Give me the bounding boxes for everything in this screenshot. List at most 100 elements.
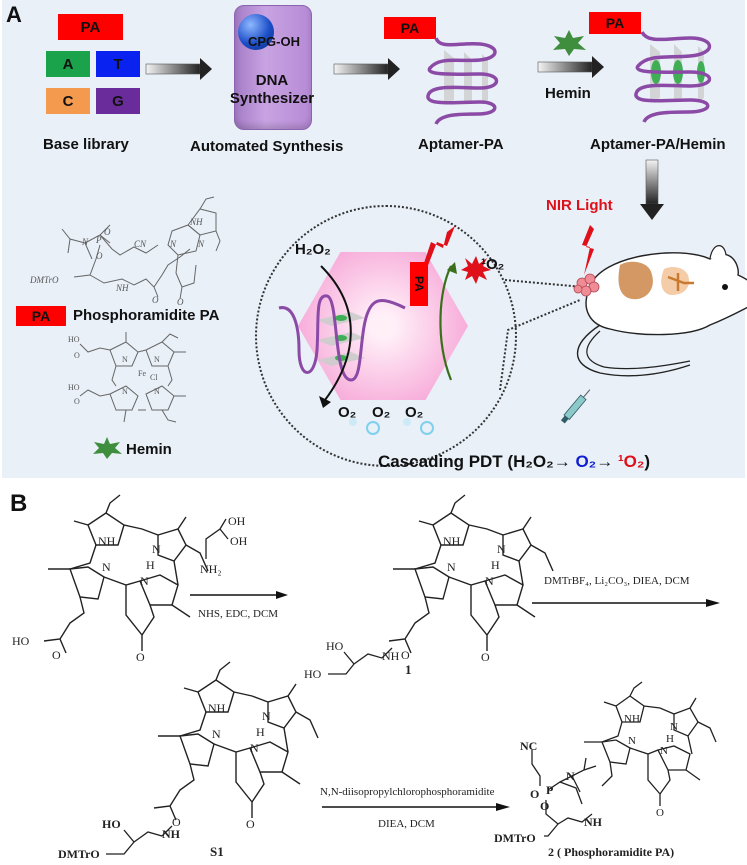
process-arrow-1 [145,58,212,80]
svg-text:CN: CN [134,239,147,249]
svg-text:N: N [169,239,177,249]
atom-label: O [656,807,664,819]
atom-label: HO [304,667,322,681]
svg-text:NH: NH [189,217,203,227]
compound-1-structure: NH N N H N O O [388,494,554,664]
aptamer-hemin-pa-tag: PA [589,12,641,34]
atom-label: N [566,769,575,783]
base-library-caption: Base library [43,136,129,153]
atom-label: N [140,574,149,588]
reagent-oh-2: OH [230,534,248,548]
hemin-star-icon [553,30,586,56]
svg-text:O: O [74,397,80,406]
tile-c: C [46,88,90,114]
g-quadruplex-hemin [634,30,712,123]
atom-label: N [102,560,111,574]
cpg-oh-label: CPG-OH [248,34,300,49]
atom-label: N [670,721,678,733]
reagent-oh-1: OH [228,514,246,528]
step2-conditions: DMTrBF₄, Li₂CO₃, DIEA, DCM [544,575,690,587]
process-arrow-3 [537,56,604,78]
svg-text:DMTrO: DMTrO [29,275,59,285]
legend-hemin-star-icon [93,437,122,459]
panel-b-letter: B [10,490,28,517]
inset-h2o2-label: H₂O₂ [295,241,331,258]
synthesizer-title-1: DNA [255,72,289,89]
atom-label: HO [326,639,344,653]
inset-o2-label-1: O₂ [338,404,357,421]
atom-label: HO [102,817,121,831]
svg-text:N: N [197,239,205,249]
aptamer-pa-tag: PA [384,17,436,39]
svg-text:O: O [152,295,159,305]
legend-pa-tag: PA [16,306,66,326]
inset-singlet-oxygen-label: ¹O₂ [481,256,505,273]
tile-pa: PA [58,14,123,40]
atom-label: O [401,648,410,662]
svg-text:N: N [154,355,160,364]
compound-1-side-chain: HO HO NH [304,639,400,681]
svg-text:O: O [104,227,111,237]
tile-a: A [46,51,90,77]
compound-s1-label: S1 [210,844,224,859]
atom-label: NH [208,701,226,715]
compound-2-structure: NH N N H N O [584,681,717,819]
reaction-arrow-1 [190,591,288,599]
svg-text:HO: HO [68,335,80,344]
atom-label: NH [162,827,181,841]
cascade-arrow-1: → [553,452,576,471]
nir-light-label: NIR Light [546,197,613,214]
atom-label: H [146,558,155,572]
atom-label: N [497,542,506,556]
compound-s1-side-chain: HO NH DMTrO [58,817,181,861]
cascade-h2o2: H₂O₂ [513,452,554,471]
automated-synthesis-caption: Automated Synthesis [190,138,344,155]
atom-label: O [136,650,145,664]
svg-text:O: O [74,351,80,360]
mouse-illustration [560,225,747,424]
legend-hemin-label: Hemin [126,441,172,458]
atom-label: O [246,817,255,831]
cascade-singlet-o2: ¹O₂ [617,452,645,471]
atom-label: P [546,783,553,797]
cascade-o2: O₂ [575,452,597,471]
atom-label: N [447,560,456,574]
reaction-arrow-3 [322,803,510,811]
svg-text:Cl: Cl [150,373,158,382]
aminopropanediol-structure: OH OH NH₂ [200,514,248,576]
tile-g: G [96,88,140,114]
compound-2-label: 2 ( Phosphoramidite PA) [548,845,675,859]
atom-label: O [172,815,181,829]
inset-mechanism [278,226,491,435]
svg-text:O: O [177,297,184,307]
atom-label: NH [98,534,116,548]
cascade-pdt-label: Cascading PDT (H₂O₂→ O₂→ ¹O₂) [378,452,650,472]
svg-text:P: P [95,235,102,245]
reaction-arrow-2 [532,599,720,607]
atom-label: HO [12,634,30,648]
atom-label: DMTrO [58,847,100,861]
aptamer-pa-hemin-caption: Aptamer-PA/Hemin [590,136,726,153]
g-quadruplex-aptamer [426,37,499,125]
reagent-nh2: NH₂ [200,562,222,576]
cascade-arrow-2: → [596,452,618,471]
atom-label: DMTrO [494,831,536,845]
compound-2-phosphoramidite-chain: NC O P N O NH DMTrO [494,739,603,845]
atom-label: O [530,787,539,801]
tile-t: T [96,51,140,77]
atom-label: N [485,574,494,588]
step3-conditions-bottom: DIEA, DCM [378,818,435,830]
svg-text:N: N [122,355,128,364]
atom-label: O [540,799,549,813]
atom-label: N [262,709,271,723]
atom-label: O [481,650,490,664]
hemin-arrow-label: Hemin [545,85,591,102]
inset-pa-tag: PA [410,262,428,306]
cascade-prefix: Cascading PDT ( [378,452,514,471]
atom-label: NC [520,739,537,753]
svg-text:N: N [154,387,160,396]
atom-label: NH [382,649,400,663]
atom-label: N [660,745,668,757]
atom-label: N [152,542,161,556]
